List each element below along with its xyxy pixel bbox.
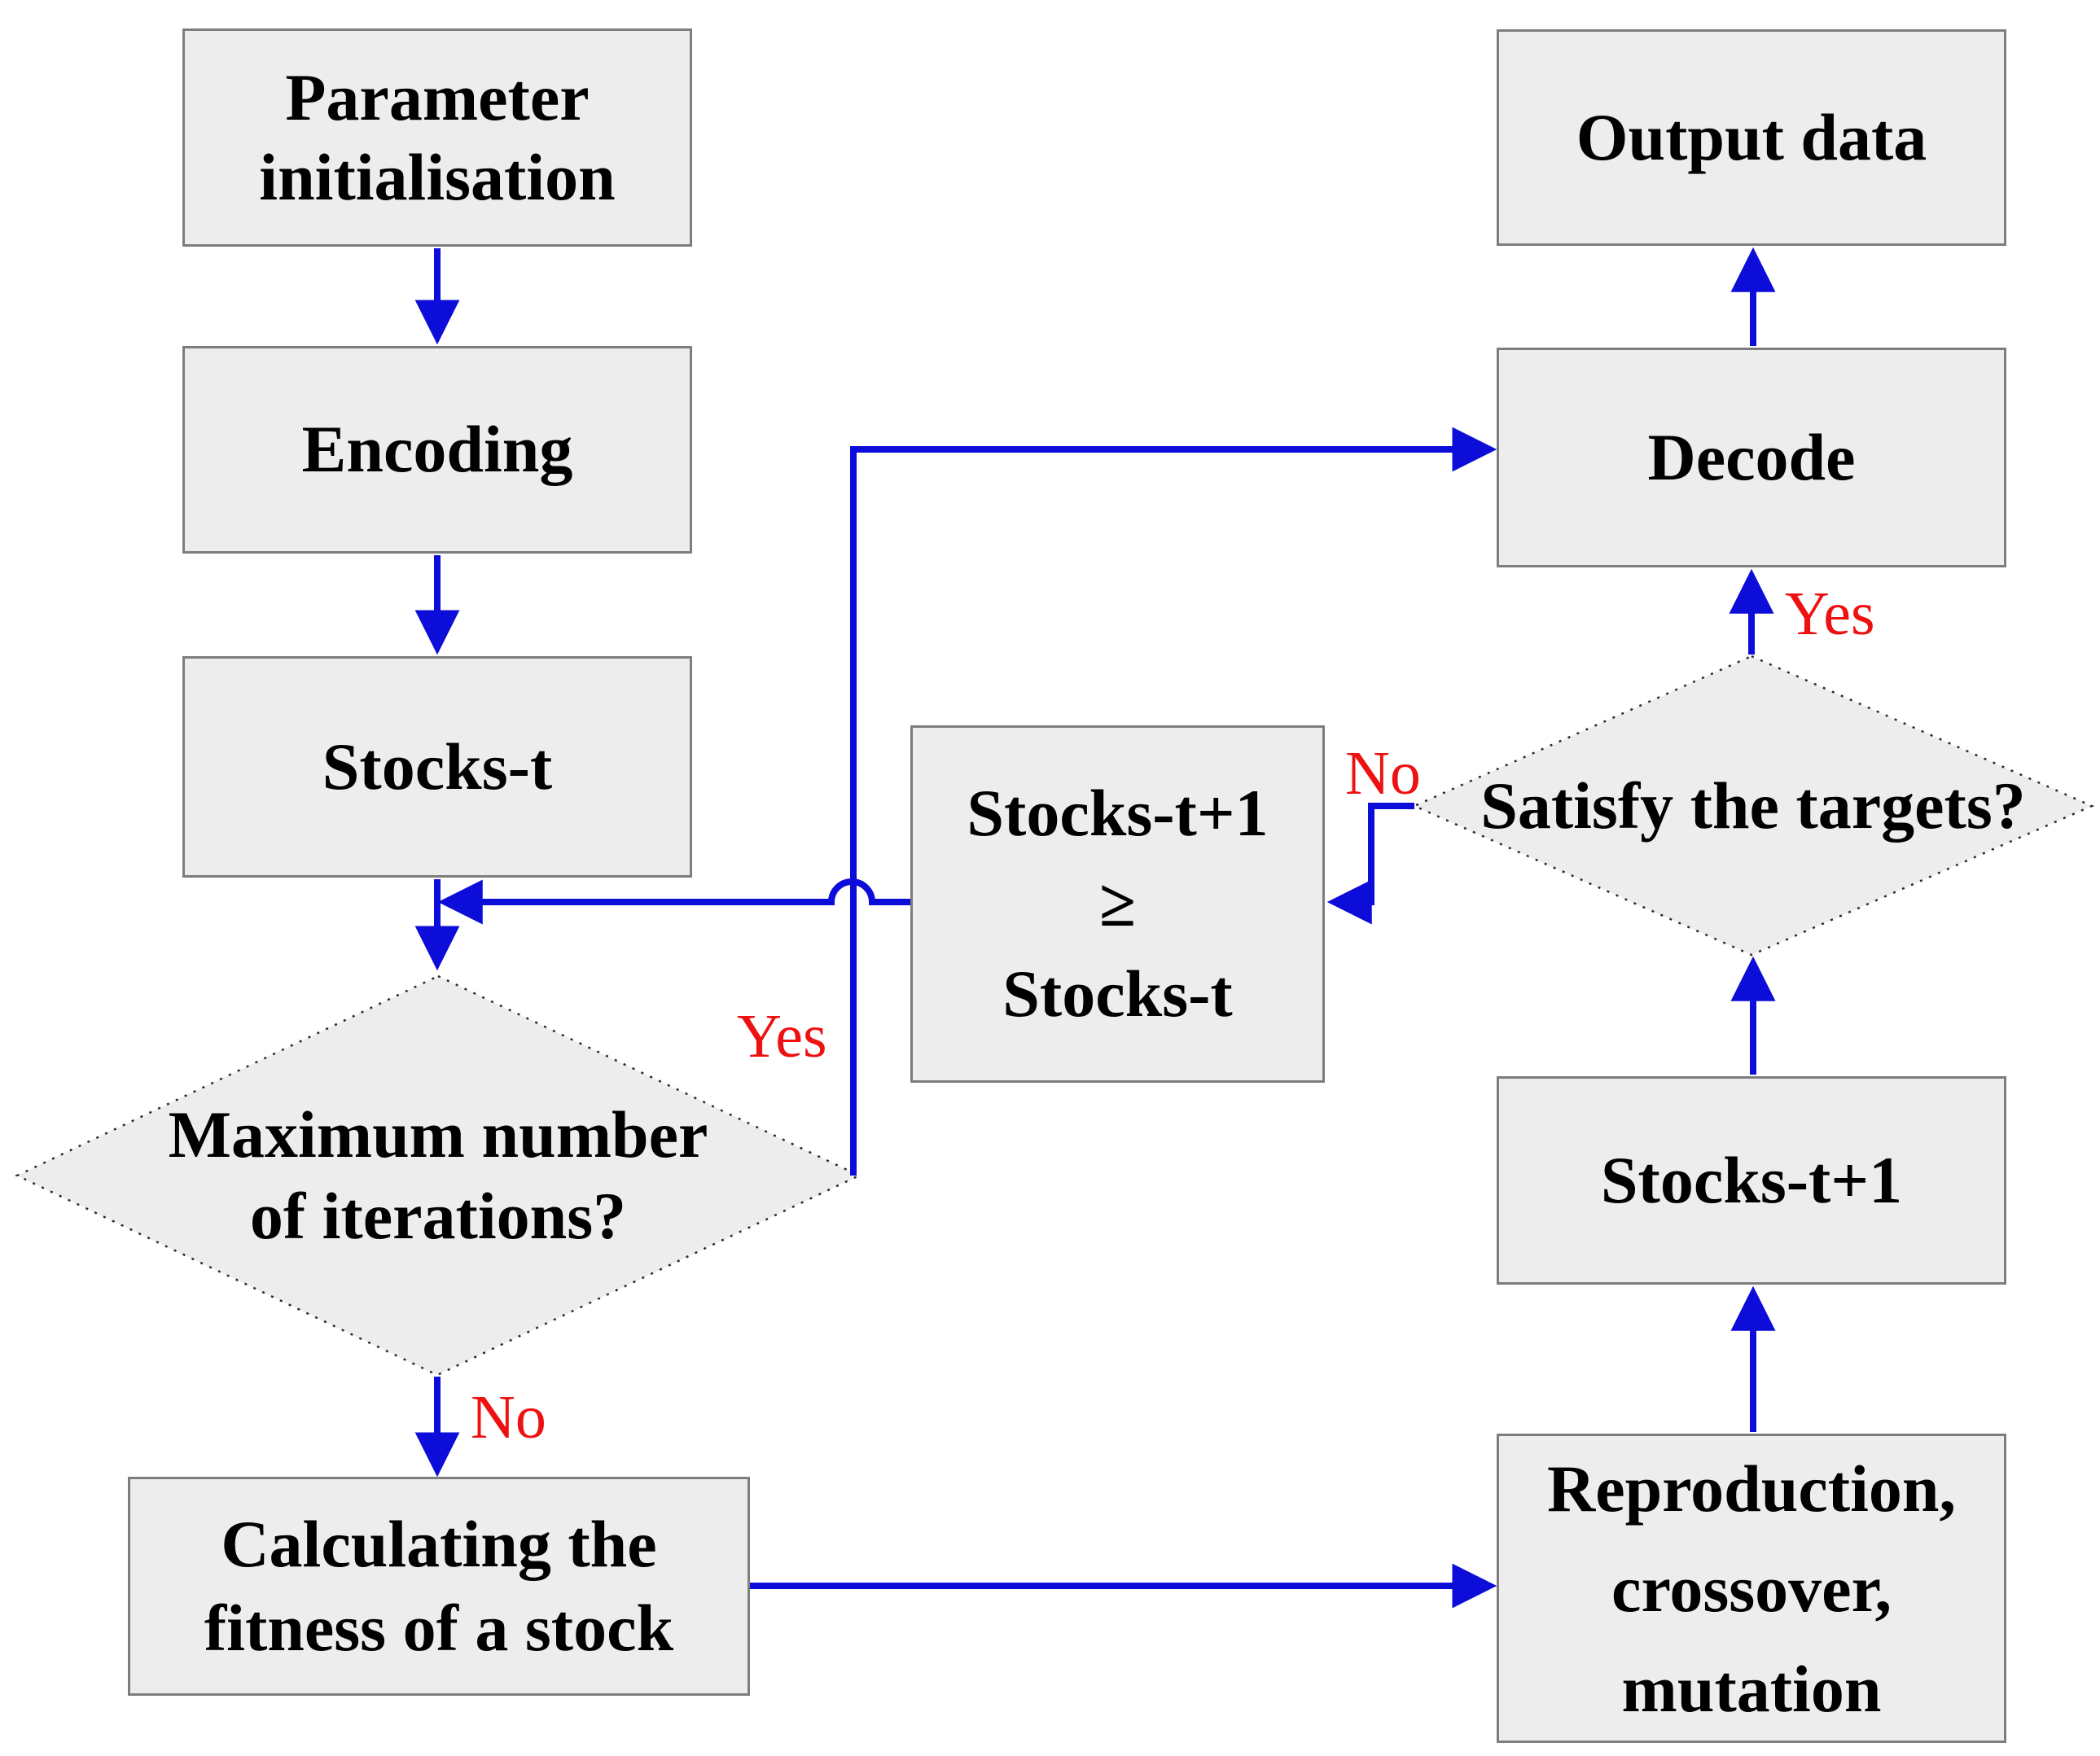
node-label-line: of iterations? — [249, 1179, 627, 1253]
node-calculating-fitness: Calculating the fitness of a stock — [128, 1477, 750, 1696]
node-output-data: Output data — [1497, 29, 2006, 246]
branch-label-yes-satisfy: Yes — [1785, 580, 1875, 648]
node-reproduction-crossover-mutation: Reproduction, crossover, mutation — [1497, 1434, 2006, 1743]
max-iterations-diamond-shape — [15, 974, 861, 1377]
node-label-line: Stocks-t — [322, 729, 553, 804]
node-label-line: initialisation — [259, 140, 616, 214]
node-label-line: Parameter — [285, 59, 590, 134]
edge-satisfy-no-to-middle — [1326, 803, 1414, 925]
node-stocks-t: Stocks-t — [182, 656, 692, 878]
node-label-line: Decode — [1647, 419, 1856, 494]
branch-label-no-satisfy: No — [1345, 739, 1421, 808]
node-label-line: Calculating the — [221, 1507, 657, 1581]
satisfy-targets-diamond-shape — [1411, 655, 2095, 957]
greater-equal-symbol: ≥ — [1098, 866, 1136, 941]
edge-maxiter-yes-to-decode — [850, 427, 1497, 1176]
node-label-line: Satisfy the targets? — [1480, 768, 2026, 843]
node-parameter-initialisation: Parameter initialisation — [182, 28, 692, 247]
node-label-line: Stocks-t — [1002, 956, 1233, 1031]
node-label-line: Reproduction, — [1547, 1451, 1956, 1526]
edge-middle-to-stockst-line — [437, 878, 910, 925]
satisfy-targets-diamond-label: Satisfy the targets? — [1427, 757, 2079, 855]
node-label-line: crossover, — [1611, 1551, 1892, 1626]
node-stocks-t1: Stocks-t+1 — [1497, 1076, 2006, 1285]
node-label-line: mutation — [1621, 1651, 1882, 1726]
node-label-line: Encoding — [301, 412, 573, 487]
node-decode: Decode — [1497, 348, 2006, 567]
node-label-line: Output data — [1576, 99, 1927, 174]
node-encoding: Encoding — [182, 346, 692, 554]
node-label-line: Stocks-t+1 — [1600, 1142, 1903, 1217]
node-label-line: fitness of a stock — [204, 1590, 674, 1665]
branch-label-no-maxiter: No — [471, 1383, 546, 1452]
node-stocks-comparison: Stocks-t+1 ≥ Stocks-t — [910, 725, 1325, 1083]
max-iterations-diamond-label: Maximum number of iterations? — [72, 1084, 804, 1268]
node-label-line: Maximum number — [168, 1097, 708, 1171]
branch-label-yes-maxiter: Yes — [737, 1002, 827, 1071]
node-label-line: Stocks-t+1 — [967, 776, 1269, 851]
